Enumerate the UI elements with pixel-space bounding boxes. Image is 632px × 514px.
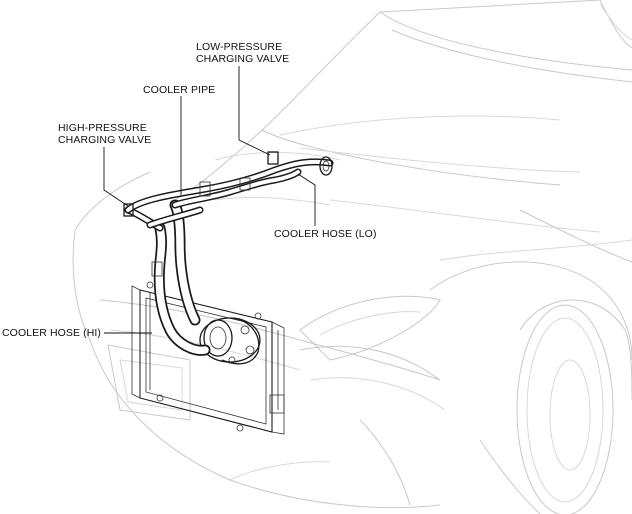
- high-pressure-valve-label-line2: CHARGING VALVE: [58, 134, 152, 146]
- leader-lines: [103, 66, 316, 334]
- compressor-suction-hose: [169, 199, 201, 326]
- high-pressure-valve-label: HIGH-PRESSURE CHARGING VALVE: [58, 122, 151, 146]
- cooler-pipe: [123, 151, 334, 229]
- low-pressure-valve-label-line1: LOW-PRESSURE: [196, 41, 283, 53]
- high-pressure-valve-label-line1: HIGH-PRESSURE: [58, 122, 147, 134]
- cooler-pipe-label: COOLER PIPE: [143, 84, 216, 96]
- low-pressure-valve-label-line2: CHARGING VALVE: [196, 53, 290, 65]
- cooler-hose-hi-label: COOLER HOSE (HI): [2, 327, 102, 339]
- condenser-radiator: [131, 281, 285, 435]
- cooler-hose-lo-label: COOLER HOSE (LO): [274, 228, 377, 240]
- low-pressure-valve-label: LOW-PRESSURE CHARGING VALVE: [196, 41, 289, 65]
- compressor: [199, 317, 261, 365]
